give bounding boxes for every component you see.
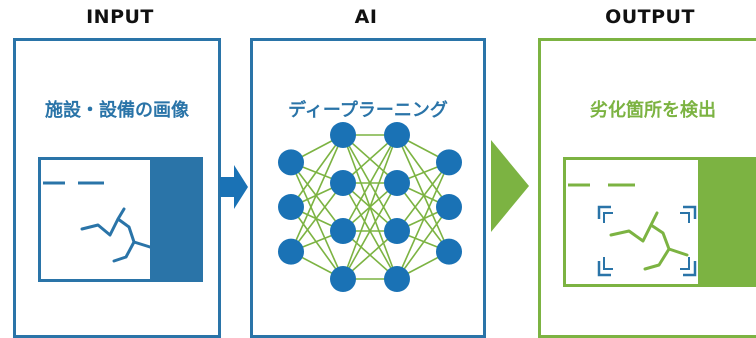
- network-connection: [396, 162, 450, 280]
- output-label: 劣化箇所を検出: [590, 100, 716, 121]
- network-node: [384, 122, 410, 148]
- input-label: 施設・設備の画像: [45, 100, 189, 121]
- network-node: [330, 170, 356, 196]
- network-connection: [290, 206, 344, 280]
- network-node: [436, 238, 462, 265]
- ai-label: ディープラーニング: [288, 100, 448, 121]
- detection-corner-bl: [597, 261, 611, 277]
- ai-panel: ディープラーニング: [250, 38, 486, 338]
- network-node: [384, 266, 410, 292]
- network-node: [384, 218, 410, 244]
- input-panel: 施設・設備の画像: [13, 38, 221, 338]
- network-connection: [396, 182, 450, 253]
- right-arrow-icon: [220, 165, 248, 209]
- detected-crack-image-icon: [563, 157, 756, 287]
- network-node: [384, 170, 410, 196]
- network-node: [278, 149, 304, 176]
- input-title: INPUT: [86, 6, 154, 28]
- network-node: [278, 194, 304, 220]
- network-connection: [290, 134, 344, 208]
- ai-title: AI: [354, 6, 378, 28]
- network-connection: [342, 134, 398, 232]
- output-panel: 劣化箇所を検出: [538, 38, 756, 338]
- network-connection: [290, 134, 344, 252]
- cracked-wall-image-icon: [38, 157, 203, 282]
- network-node: [330, 266, 356, 292]
- detection-corner-tr: [683, 205, 697, 219]
- network-connection: [290, 182, 344, 253]
- network-connection: [396, 134, 450, 208]
- network-connection: [342, 134, 398, 280]
- detection-corner-br: [683, 261, 697, 277]
- network-node: [436, 149, 462, 176]
- network-connection: [290, 161, 344, 232]
- network-node: [278, 238, 304, 265]
- network-connection: [290, 162, 344, 280]
- output-title: OUTPUT: [605, 6, 695, 28]
- network-connection: [396, 206, 450, 280]
- detection-corner-tl: [597, 205, 611, 219]
- network-connection: [342, 182, 398, 280]
- network-connection: [396, 161, 450, 232]
- network-node: [330, 218, 356, 244]
- network-connection: [396, 134, 450, 252]
- right-chevron-arrow-icon: [491, 140, 529, 232]
- network-node: [330, 122, 356, 148]
- neural-network-icon: [278, 122, 462, 292]
- network-node: [436, 194, 462, 220]
